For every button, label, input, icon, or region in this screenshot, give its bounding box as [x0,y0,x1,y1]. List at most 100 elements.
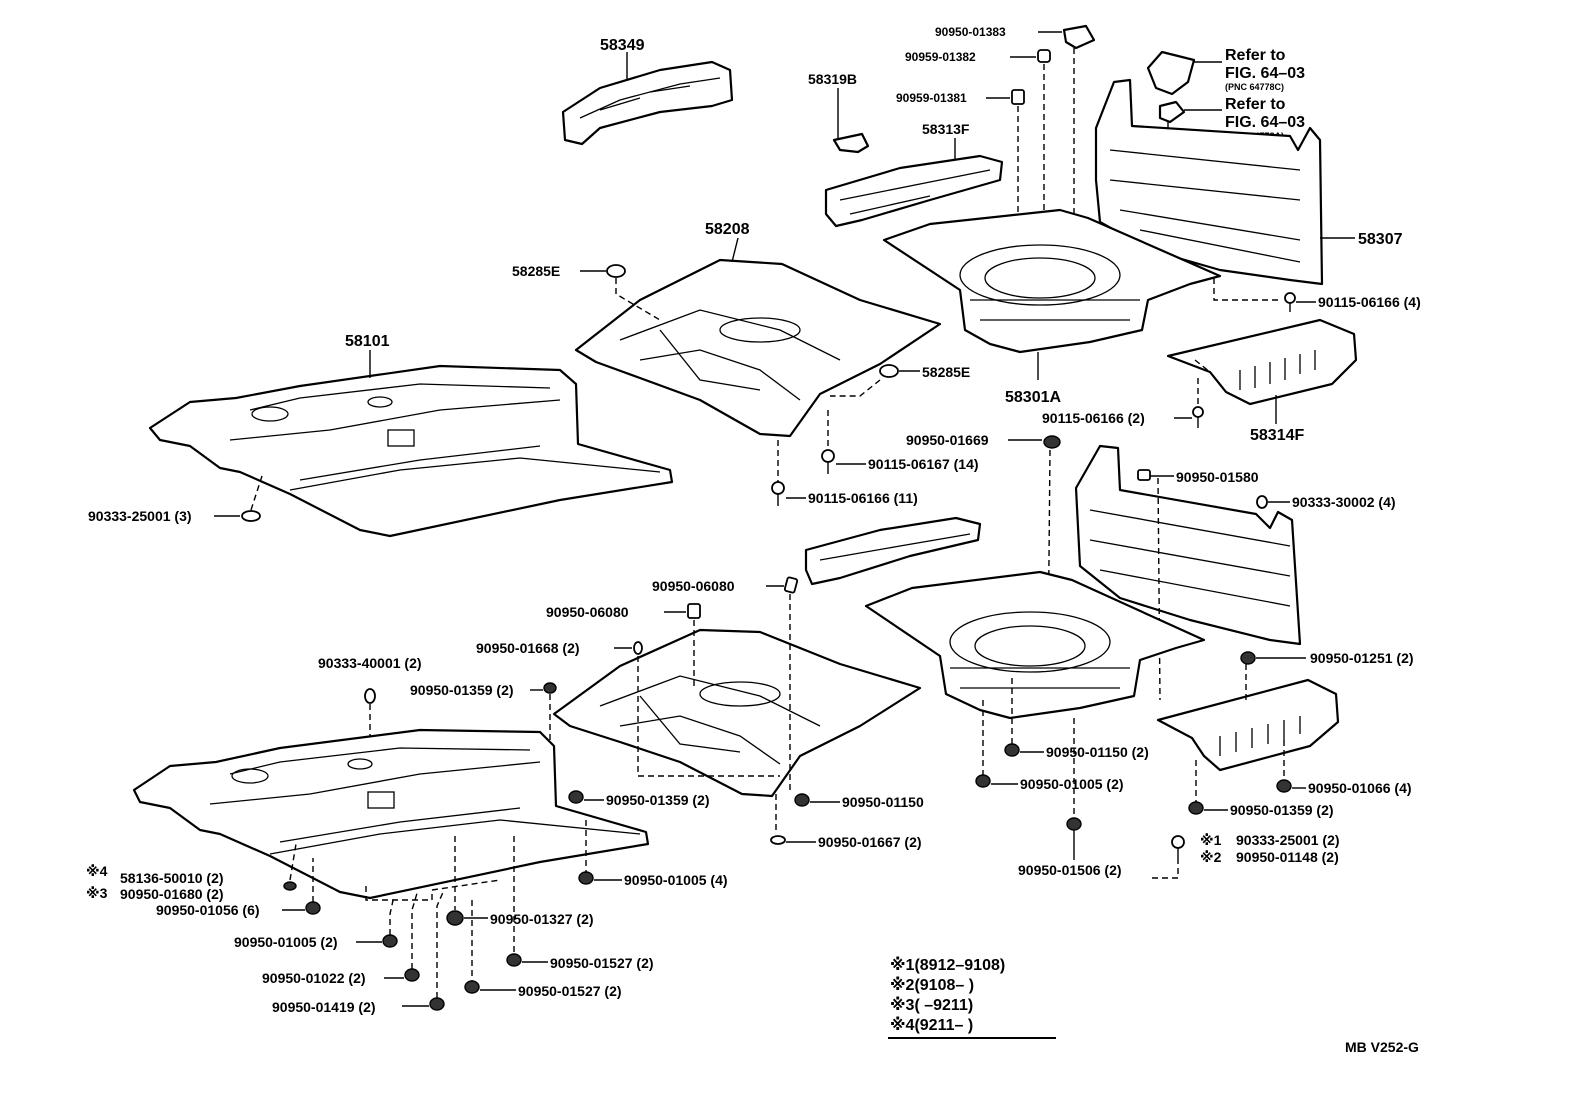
fastener-90333-40001 [364,688,376,880]
fastener-90950-01580 [1137,469,1174,701]
ref-label-2: Refer to [1225,96,1286,113]
label-90950-06080-b: 90950-06080 [546,604,629,620]
fastener-90950-01005-2l [356,895,398,948]
label-90950-01527-a: 90950-01527 (2) [550,955,654,971]
label-90950-01669: 90950-01669 [906,432,989,448]
fastener-90950-01022 [384,889,420,982]
ref-fig-1: FIG. 64–03 [1225,65,1305,82]
fastener-90950-01056 [282,858,321,915]
fastener-90950-06080-b [664,603,701,690]
fastener-90950-01005-4 [578,820,622,885]
label-58313F: 58313F [922,121,970,137]
label-90950-01580: 90950-01580 [1176,469,1259,485]
fastener-58136-50010 [283,843,297,891]
ref-pnc-1: (PNC 64778C) [1225,82,1284,92]
fastener-90950-01327 [446,836,488,926]
legend-1: ※1(8912–9108) [890,956,1005,974]
label-90950-01148: 90950-01148 (2) [1236,849,1339,865]
label-58319B: 58319B [808,71,857,87]
fastener-90115-06167-14 [821,410,866,474]
back-panel-lower [1074,444,1302,646]
label-90950-01359-b: 90950-01359 (2) [1230,802,1334,818]
part-58313F [824,138,1004,228]
label-90333-40001: 90333-40001 (2) [318,655,422,671]
fastener-90115-06166-2 [1174,378,1204,428]
fastener-90333-30002-4 [1256,495,1290,509]
label-90333-25001-3: 90333-25001 (3) [88,508,192,524]
front-floor-lower [132,728,650,900]
label-90950-01383: 90950-01383 [935,25,1006,39]
label-90950-01005-4: 90950-01005 (4) [624,872,728,888]
label-58301A: 58301A [1005,389,1061,406]
ref-fig-2: FIG. 64–03 [1225,114,1305,131]
label-58101: 58101 [345,333,390,350]
fastener-90959-01381 [986,89,1025,230]
fastener-90950-01527-b [464,900,516,994]
fastener-90950-01150 [794,793,840,807]
fastener-90950-01419 [402,889,445,1011]
part-58301A [882,208,1222,380]
label-90950-01327: 90950-01327 (2) [490,911,594,927]
label-90950-01056: 90950-01056 (6) [156,902,260,918]
part-58349 [561,52,734,146]
label-90950-06080-a: 90950-06080 [652,578,735,594]
spare-floor-lower [864,570,1206,720]
label-90333-25001-2: 90333-25001 (2) [1236,832,1340,848]
guide-dashed-box [365,879,501,901]
label-58349: 58349 [600,37,645,54]
label-90115-06166-4: 90115-06166 (4) [1318,294,1421,310]
fastener-90950-01359-c [568,790,604,804]
label-90950-01419: 90950-01419 (2) [272,999,376,1015]
label-58136-50010: 58136-50010 (2) [120,870,224,886]
mark-2: ※2 [1200,849,1222,865]
center-floor-lower [552,628,922,798]
label-90959-01382: 90959-01382 [905,50,976,64]
label-90950-01680: 90950-01680 (2) [120,886,224,902]
label-90950-01022: 90950-01022 (2) [262,970,366,986]
fastener-90950-01668 [614,641,780,777]
fastener-90950-06080-a [766,576,799,794]
fastener-90950-01005-2r [975,700,1018,788]
side-member-lower [1156,678,1340,772]
legend-3: ※3( –9211) [890,996,973,1014]
mark-1: ※1 [1200,832,1222,848]
fastener-90950-01383 [1038,24,1096,240]
label-90950-01506: 90950-01506 (2) [1018,862,1122,878]
mark-3: ※3 [86,885,108,901]
label-90115-06166-11: 90115-06166 (11) [808,490,918,506]
label-90950-01251: 90950-01251 (2) [1310,650,1414,666]
mark-4: ※4 [86,863,108,879]
part-58208 [574,237,942,438]
fastener-90950-01066 [1276,740,1306,793]
label-90115-06167-14: 90115-06167 (14) [868,456,979,472]
label-58314F: 58314F [1250,427,1304,444]
label-90115-06166-2: 90115-06166 (2) [1042,410,1145,426]
label-58307: 58307 [1358,231,1403,248]
plug-58285E-upper [580,264,661,321]
fastener-90950-01506 [1066,718,1082,860]
fastener-90950-01667 [770,794,816,845]
label-90950-01359-a: 90950-01359 (2) [410,682,514,698]
label-90950-01005-2l: 90950-01005 (2) [234,934,338,950]
crossmember-lower [804,516,982,586]
label-90950-01005-2r: 90950-01005 (2) [1020,776,1124,792]
fastener-90950-01527-a [506,836,548,967]
ref-label-1: Refer to [1225,47,1286,64]
part-58101 [148,350,674,538]
part-58319B [832,88,870,154]
legend-4: ※4(9211– ) [890,1016,973,1034]
date-legend: ※1(8912–9108) ※2(9108– ) ※3( –9211) ※4(9… [888,956,1056,1039]
label-90950-01527-b: 90950-01527 (2) [518,983,622,999]
fastener-90950-01150-2 [1004,678,1044,757]
plug-58285E-lower [830,364,920,397]
label-90333-30002-4: 90333-30002 (4) [1292,494,1396,510]
ref-bracket-upper [1146,50,1222,96]
fastener-90333-25001-2 [1150,835,1185,879]
legend-2: ※2(9108– ) [890,976,974,994]
label-90950-01668: 90950-01668 (2) [476,640,580,656]
label-90950-01667: 90950-01667 (2) [818,834,922,850]
label-58285E-lower: 58285E [922,364,970,380]
label-58285E-upper: 58285E [512,263,560,279]
diagram-code: MB V252-G [1345,1039,1419,1055]
